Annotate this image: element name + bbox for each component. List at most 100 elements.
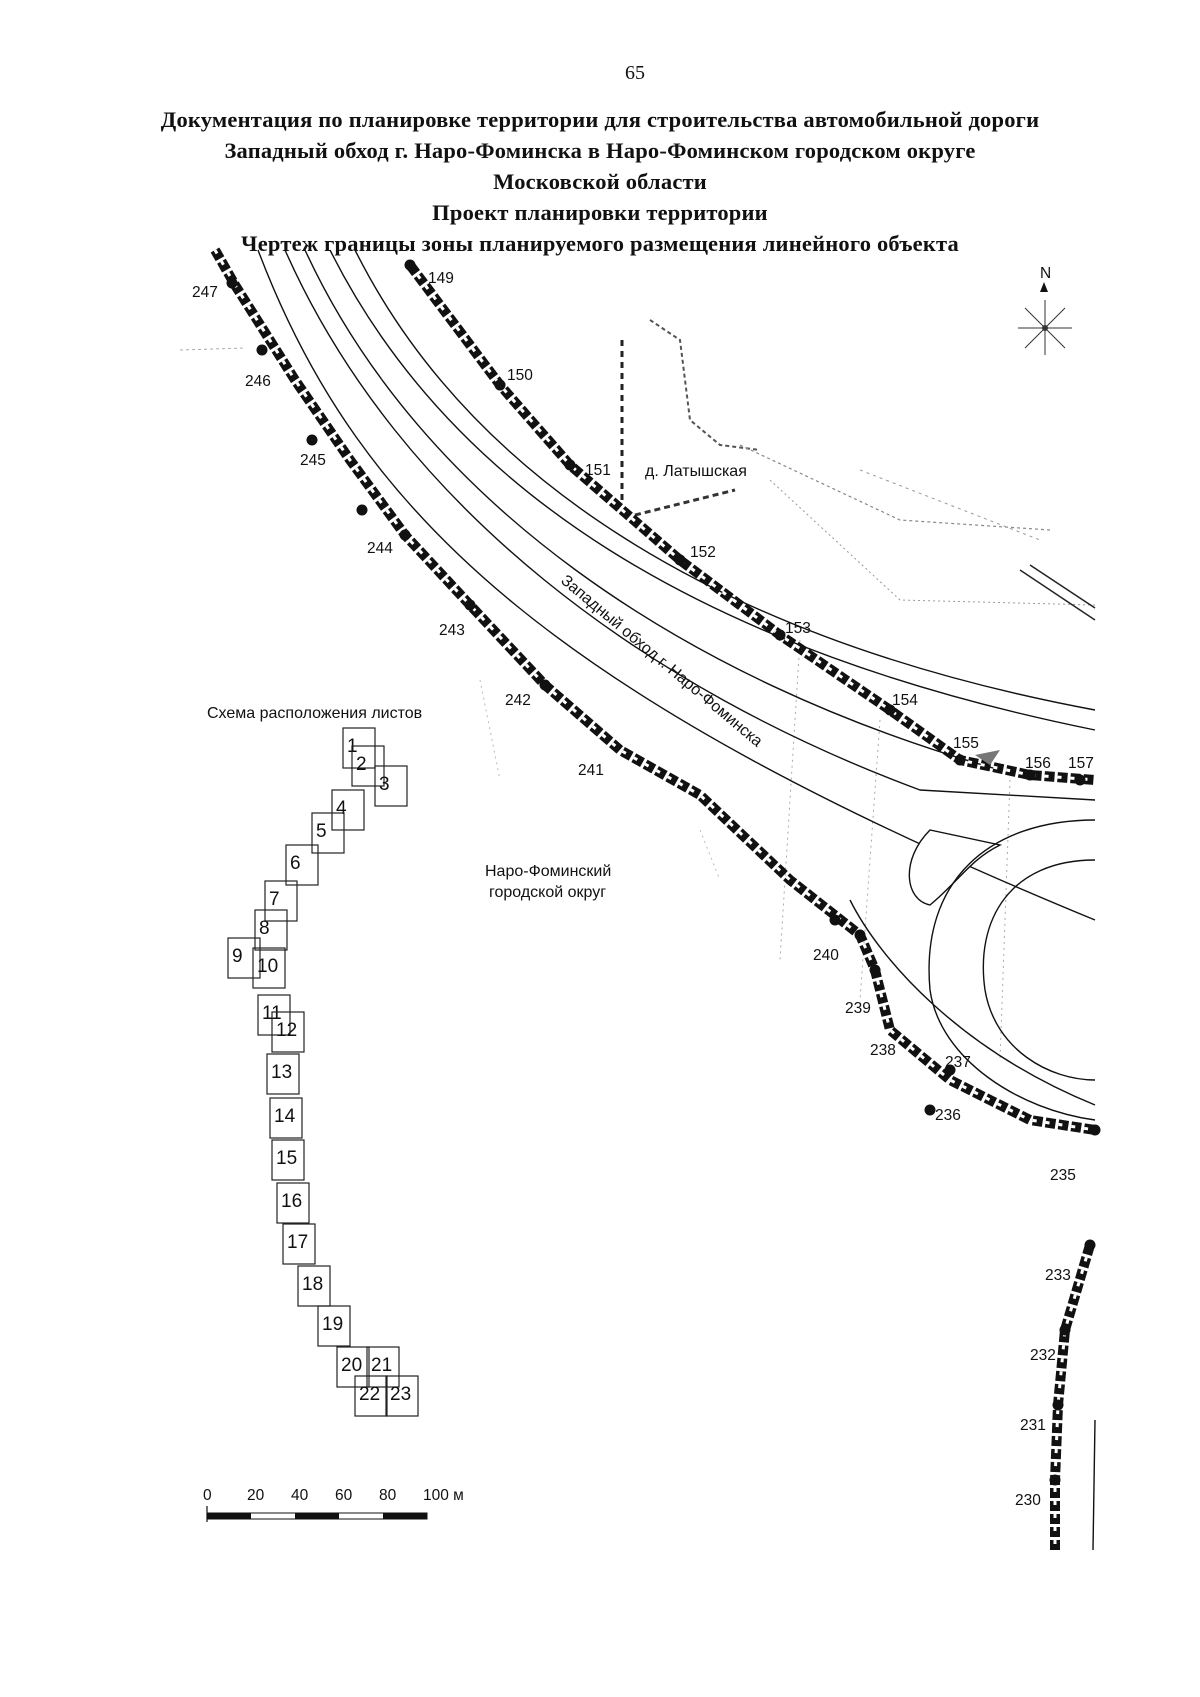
sheet-cell: 20	[336, 1346, 370, 1388]
sheet-cell: 7	[264, 880, 298, 922]
north-arrow: N	[1018, 265, 1072, 355]
sheet-cell: 12	[271, 1011, 305, 1053]
right-boundary-point-marker	[1049, 1474, 1061, 1486]
south-boundary-point-label: 243	[439, 622, 465, 639]
south-boundary-point-label: 237	[945, 1054, 971, 1071]
right-boundary-point-label: 231	[1020, 1417, 1046, 1434]
right-boundary-point-label: 232	[1030, 1347, 1056, 1364]
scale-tick-label: 80	[379, 1487, 397, 1504]
sheet-cell: 15	[271, 1139, 305, 1181]
north-boundary-point-marker	[884, 704, 896, 716]
sheet-cell: 22	[354, 1375, 388, 1417]
north-boundary-point-label: 153	[785, 620, 811, 637]
sheet-number: 12	[276, 1020, 297, 1041]
right-boundary-point-marker	[1084, 1239, 1096, 1251]
sheet-number: 8	[259, 918, 270, 939]
north-boundary-point-marker	[774, 629, 786, 641]
sheet-cell: 5	[311, 812, 345, 854]
scale-bar: 0 20 40 60 80 100 м	[203, 1487, 464, 1522]
sheet-number: 21	[371, 1355, 392, 1376]
north-boundary-point-label: 156	[1025, 755, 1051, 772]
sheet-cell: 23	[385, 1375, 419, 1417]
north-boundary-point-label: 155	[953, 735, 979, 752]
north-boundary-point-label: 154	[892, 692, 918, 709]
south-boundary-point-label: 245	[300, 452, 326, 469]
document-title: Документация по планировке территории дл…	[0, 104, 1200, 259]
north-boundary-point-marker	[674, 554, 686, 566]
right-boundary-point-label: 230	[1015, 1492, 1041, 1509]
sheet-number: 4	[336, 798, 347, 819]
sheet-number: 22	[359, 1384, 380, 1405]
north-boundary-point-marker	[1024, 769, 1036, 781]
north-boundary-point-label: 150	[507, 367, 533, 384]
title-line-4: Проект планировки территории	[432, 200, 768, 225]
sheet-cell: 3	[374, 765, 408, 807]
sheet-cell: 6	[285, 844, 319, 886]
page-number: 65	[625, 62, 645, 84]
south-boundary-point-label: 242	[505, 692, 531, 709]
right-boundary-point-marker	[1059, 1324, 1071, 1336]
north-label: N	[1040, 265, 1051, 282]
south-boundary-point-marker	[539, 679, 551, 691]
sheet-cell: 13	[266, 1053, 300, 1095]
sheet-scheme-title: Схема расположения листов	[207, 705, 422, 722]
sheet-number: 2	[356, 754, 367, 775]
sheet-number: 15	[276, 1148, 297, 1169]
south-boundary-point-label: 236	[935, 1107, 961, 1124]
sheet-number: 20	[341, 1355, 362, 1376]
north-boundary-point-label: 151	[585, 462, 611, 479]
scale-tick-label: 20	[247, 1487, 265, 1504]
right-boundary-point-marker	[1052, 1399, 1064, 1411]
sheet-number: 13	[271, 1062, 292, 1083]
right-boundary-point-label: 233	[1045, 1267, 1071, 1284]
north-boundary-point-marker	[404, 259, 416, 271]
sheet-number: 18	[302, 1274, 323, 1295]
sheet-number: 3	[379, 774, 390, 795]
north-boundary-point-label: 152	[690, 544, 716, 561]
south-boundary-point-label: 239	[845, 1000, 871, 1017]
south-boundary-point-marker	[226, 277, 238, 289]
north-boundary-point-label: 149	[428, 270, 454, 287]
title-line-1: Документация по планировке территории дл…	[160, 107, 1040, 132]
north-boundary-point-marker	[494, 379, 506, 391]
scale-tick-label: 60	[335, 1487, 353, 1504]
south-boundary-point-marker	[256, 344, 268, 356]
sheet-cell: 19	[317, 1305, 351, 1347]
sheet-cell: 8	[254, 909, 288, 951]
south-boundary-point-label: 246	[245, 373, 271, 390]
title-line-5: Чертеж границы зоны планируемого размеще…	[241, 231, 959, 256]
south-boundary-point-marker	[1089, 1124, 1101, 1136]
sheet-cell: 9	[227, 937, 261, 979]
scale-tick-label: 100 м	[423, 1487, 464, 1504]
sheet-number: 5	[316, 821, 327, 842]
sheet-cell: 16	[276, 1182, 310, 1224]
south-boundary-point-label: 238	[870, 1042, 896, 1059]
sheet-number: 14	[274, 1106, 296, 1127]
sheet-number: 16	[281, 1191, 302, 1212]
sheet-number: 7	[269, 889, 280, 910]
sheet-cell: 4	[331, 789, 365, 831]
sheet-cell: 14	[269, 1097, 303, 1139]
map-background	[179, 247, 1096, 1551]
title-line-3: Московской области	[493, 169, 707, 194]
south-boundary-point-label: 244	[367, 540, 393, 557]
sheet-number: 10	[257, 956, 278, 977]
south-boundary-point-label: 241	[578, 762, 604, 779]
sheet-number: 23	[390, 1384, 411, 1405]
scale-tick-label: 0	[203, 1487, 212, 1504]
south-boundary-point-marker	[306, 434, 318, 446]
settlement-label: д. Латышская	[645, 463, 747, 480]
title-line-2: Западный обход г. Наро-Фоминска в Наро-Ф…	[224, 138, 976, 163]
south-boundary-point-marker	[356, 504, 368, 516]
district-label-line1: Наро-Фоминский	[485, 863, 611, 880]
south-boundary-point-label: 247	[192, 284, 218, 301]
scale-tick-label: 40	[291, 1487, 309, 1504]
sheet-number: 17	[287, 1232, 308, 1253]
south-boundary-point-marker	[399, 529, 411, 541]
sheet-cell: 17	[282, 1223, 316, 1265]
south-boundary-point-label: 235	[1050, 1167, 1076, 1184]
south-boundary-point-marker	[924, 1104, 936, 1116]
